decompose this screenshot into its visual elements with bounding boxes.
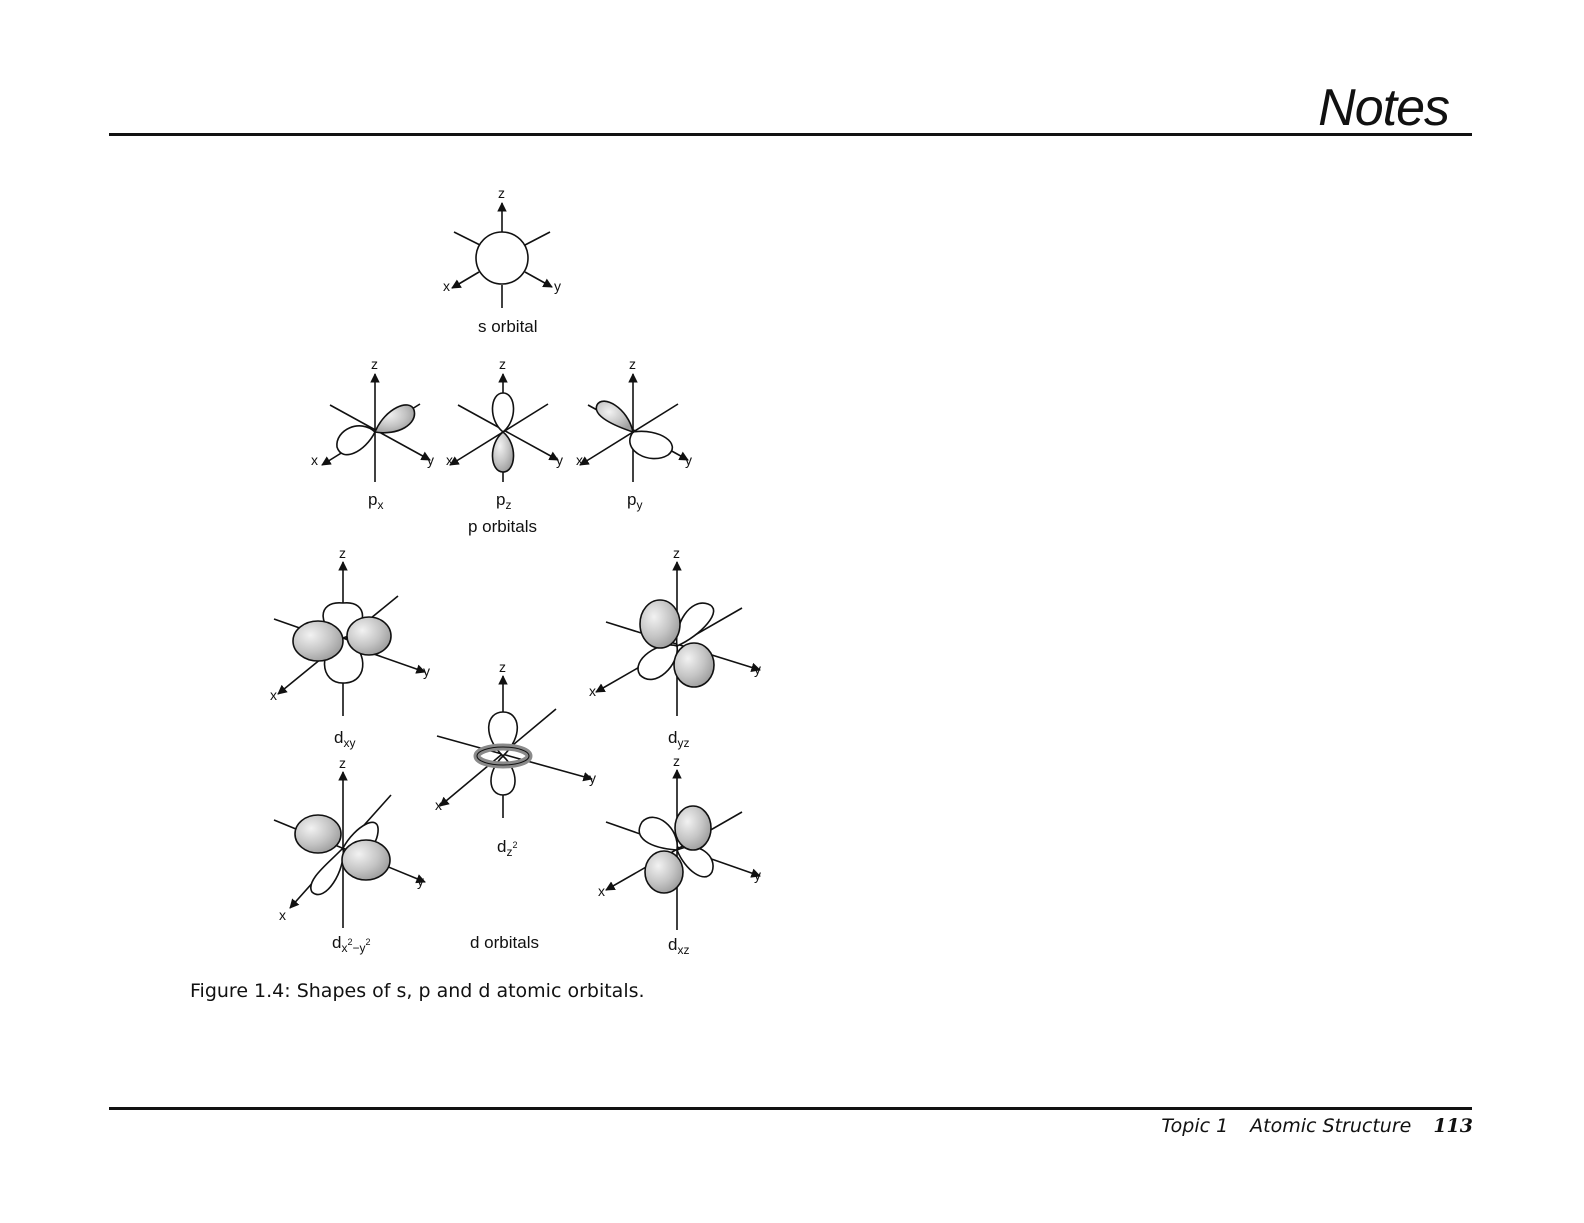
dxz-orbital-diagram <box>605 769 761 930</box>
pz-label: pz <box>496 490 511 512</box>
pz-axis-x: x <box>446 452 453 468</box>
pz-axis-y: y <box>556 452 563 468</box>
py-axis-x: x <box>576 452 583 468</box>
px-orbital-diagram <box>321 373 431 482</box>
dxy-axis-y: y <box>423 663 430 679</box>
dz2-axis-z: z <box>499 659 506 675</box>
pz-axis-z: z <box>499 356 506 372</box>
figure-caption: Figure 1.4: Shapes of s, p and d atomic … <box>190 980 645 1002</box>
d-orbitals-title: d orbitals <box>470 933 539 952</box>
dx2y2-axis-z: z <box>339 755 346 771</box>
s-axis-z: z <box>498 185 505 201</box>
dz2-axis-y: y <box>589 770 596 786</box>
py-label: py <box>627 490 642 512</box>
dxz-axis-z: z <box>673 753 680 769</box>
dxz-label: dxz <box>668 935 689 957</box>
page-number: 113 <box>1433 1115 1473 1137</box>
header-rule <box>109 133 1472 136</box>
s-orbital-diagram <box>451 202 553 308</box>
s-axis-y: y <box>554 278 561 294</box>
s-axis-x: x <box>443 278 450 294</box>
dyz-axis-x: x <box>589 683 596 699</box>
px-axis-y: y <box>427 452 434 468</box>
dxy-axis-z: z <box>339 545 346 561</box>
dz2-axis-x: x <box>435 797 442 813</box>
s-orbital-title: s orbital <box>478 317 538 336</box>
px-label: px <box>368 490 383 512</box>
px-axis-x: x <box>311 452 318 468</box>
dz2-label: dz2 <box>497 837 517 859</box>
dyz-label: dyz <box>668 728 689 750</box>
dyz-orbital-diagram <box>595 561 761 716</box>
page-header-title: Notes <box>1318 79 1450 137</box>
footer-topic: Topic 1 <box>1161 1115 1229 1137</box>
dyz-axis-y: y <box>754 661 761 677</box>
dyz-axis-z: z <box>673 545 680 561</box>
page-footer: Topic 1 Atomic Structure 113 <box>1161 1115 1473 1137</box>
dx2y2-axis-x: x <box>279 907 286 923</box>
dx2y2-axis-y: y <box>417 873 424 889</box>
pz-orbital-diagram <box>449 373 559 482</box>
footer-chapter: Atomic Structure <box>1250 1115 1412 1137</box>
dx2y2-orbital-diagram <box>273 771 426 928</box>
dxz-axis-x: x <box>598 883 605 899</box>
footer-rule <box>109 1107 1472 1110</box>
px-axis-z: z <box>371 356 378 372</box>
dz2-orbital-diagram <box>436 675 593 818</box>
dxz-axis-y: y <box>754 867 761 883</box>
dxy-axis-x: x <box>270 687 277 703</box>
py-axis-y: y <box>685 452 692 468</box>
p-orbitals-title: p orbitals <box>468 517 537 536</box>
dx2y2-label: dx2−y2 <box>332 933 371 955</box>
py-axis-z: z <box>629 356 636 372</box>
py-orbital-diagram <box>579 373 689 482</box>
dxy-label: dxy <box>334 728 355 750</box>
dxy-orbital-diagram <box>273 561 426 716</box>
